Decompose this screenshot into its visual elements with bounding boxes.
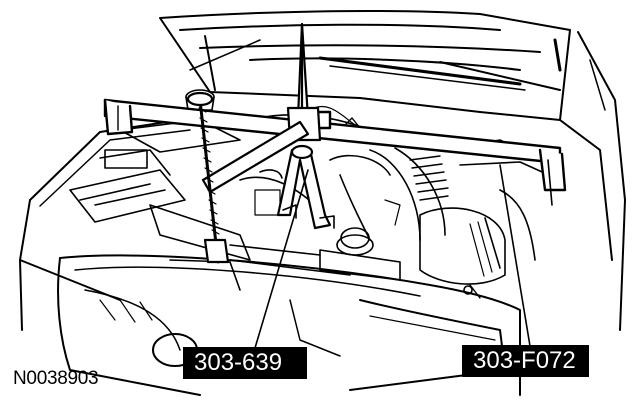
engine-support-bar [103, 98, 567, 206]
raised-hood [159, 10, 571, 121]
callout-303-639: 303-639 [183, 347, 307, 379]
figure-id: N0038903 [13, 368, 99, 389]
lifting-bracket [186, 22, 335, 264]
leader-303-639 [254, 169, 309, 349]
front-grille [57, 254, 521, 396]
leader-303-F072 [499, 164, 531, 347]
callout-303-F072: 303-F072 [462, 345, 589, 377]
vehicle-body [19, 31, 626, 331]
callout-leaders [254, 164, 531, 349]
